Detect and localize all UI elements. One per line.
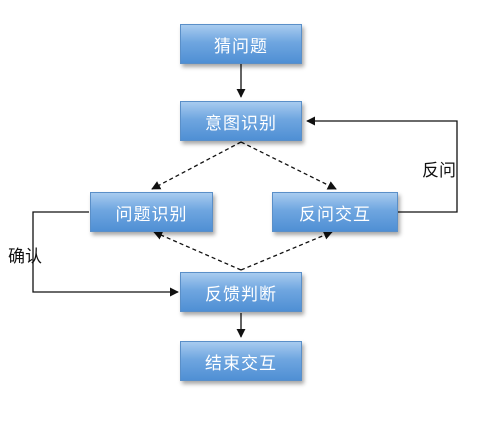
arrow-feedback-to-question (153, 231, 242, 271)
node-counter-question-interaction: 反问交互 (272, 192, 398, 232)
node-question-recognition: 问题识别 (90, 192, 213, 232)
arrow-feedback-to-counter (240, 230, 333, 271)
node-guess-question: 猜问题 (180, 24, 302, 64)
edge-label-counter-question: 反问 (422, 161, 456, 181)
arrow-intent-to-counter (240, 141, 337, 190)
arrow-intent-to-question (151, 141, 242, 190)
node-intent-recognition: 意图识别 (180, 101, 302, 141)
node-end-interaction: 结束交互 (180, 341, 302, 381)
arrow-counter-loop-to-intent (306, 116, 458, 213)
node-feedback-judgment: 反馈判断 (180, 272, 302, 312)
edge-label-confirm: 确认 (8, 247, 42, 267)
arrow-question-confirm-to-feedback (32, 211, 179, 297)
